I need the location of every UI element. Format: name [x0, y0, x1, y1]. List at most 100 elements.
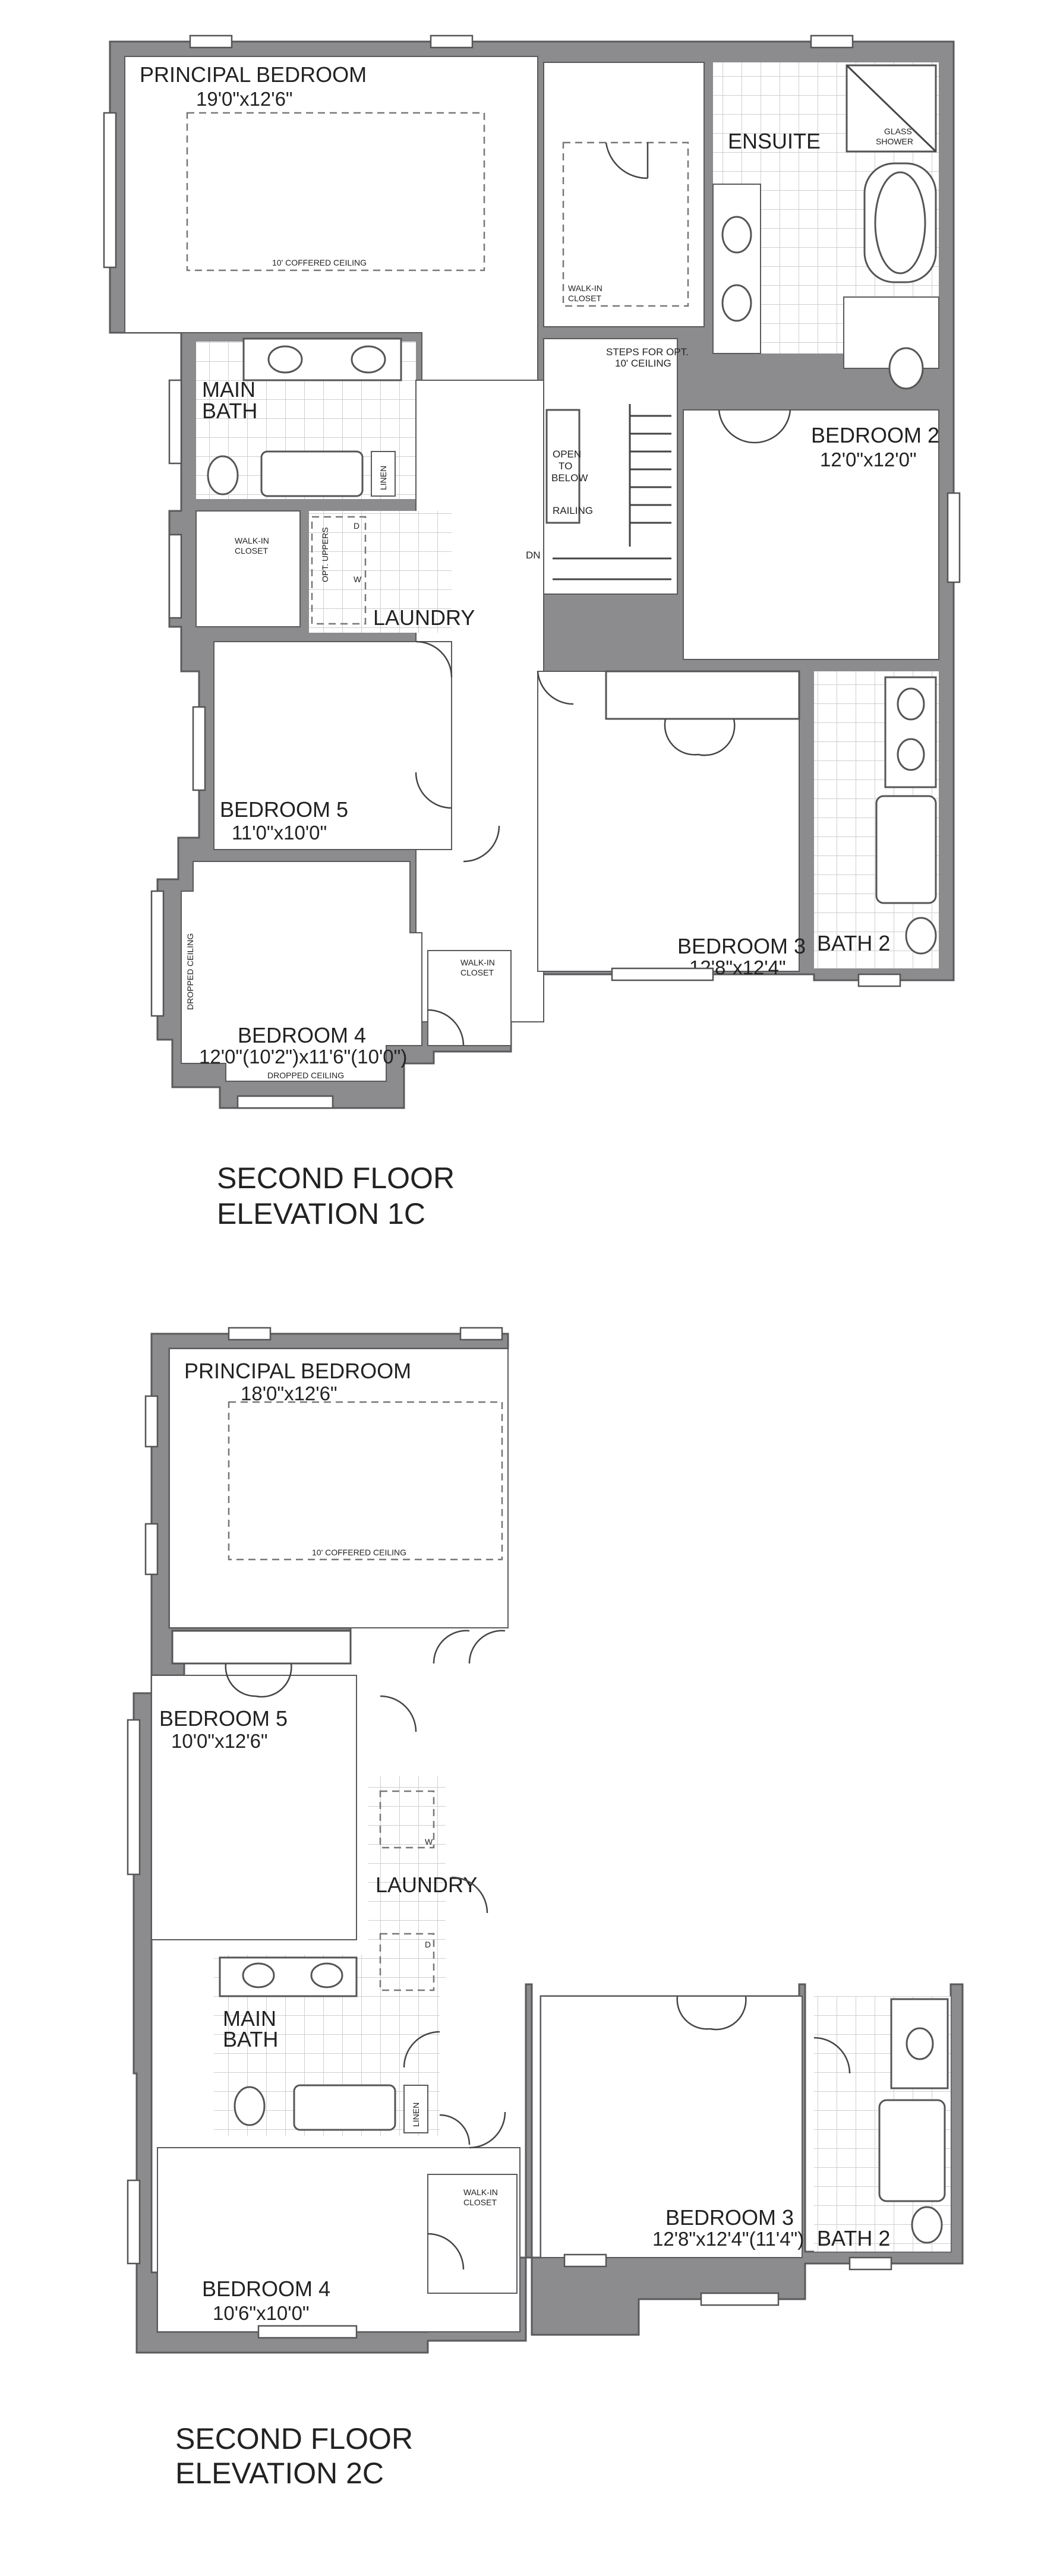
- windows-2c: [127, 1327, 892, 2339]
- bath-door-2c: [403, 2031, 471, 2145]
- walkin-closet-3: [427, 950, 512, 1046]
- bedroom5-closet-2c: [171, 1630, 352, 1665]
- walkin2-label-2: CLOSET: [235, 546, 268, 555]
- bedroom3: [537, 671, 800, 972]
- main-bath-label-2: BATH: [202, 399, 257, 423]
- linen-label-2c: LINEN: [411, 2103, 421, 2127]
- ensuite-sink-2: [721, 284, 752, 322]
- open-to-below: [545, 409, 581, 524]
- plan-elevation-1c: PRINCIPAL BEDROOM 19'0"x12'6" 10' COFFER…: [103, 34, 961, 1230]
- caption-2c-line2: ELEVATION 2C: [175, 2457, 384, 2490]
- main-bath-sink-2c-2: [310, 1962, 343, 1988]
- principal-bedroom-dim: 19'0"x12'6": [196, 88, 293, 110]
- linen-closet: [371, 451, 396, 497]
- railing-label: RAILING: [553, 505, 593, 516]
- main-bath-label-2c-1: MAIN: [223, 2006, 276, 2031]
- bath2-label-2c: BATH 2: [817, 2226, 890, 2250]
- bath2-tub-2c: [878, 2099, 946, 2202]
- bedroom4: [181, 861, 422, 1082]
- main-bath-label-2c-2: BATH: [223, 2027, 278, 2051]
- laundry-uppers: [311, 516, 367, 625]
- coffered-ceiling-outline: [186, 112, 485, 272]
- dropped-ceiling-bottom: DROPPED CEILING: [267, 1071, 344, 1080]
- ensuite-sink-1: [721, 216, 752, 254]
- bedroom4-door: [427, 825, 500, 1046]
- walkin-closet-2c: [427, 2174, 518, 2294]
- main-bath-toilet: [207, 455, 239, 495]
- open-label-1: OPEN: [553, 449, 581, 460]
- bathtub-basin: [874, 171, 926, 274]
- bath2-tub: [875, 795, 937, 904]
- coffered-ceiling-2c: [228, 1401, 503, 1561]
- bedroom5-2c: [151, 1675, 357, 1940]
- bedroom4-door-2c: [427, 2111, 506, 2270]
- bath2-label: BATH 2: [817, 931, 890, 955]
- principal-name-2c: PRINCIPAL BEDROOM: [184, 1359, 411, 1383]
- bath2-sink-2c: [906, 2027, 934, 2060]
- open-label-2: TO: [559, 460, 572, 472]
- bedroom5-dim: 11'0"x10'0": [232, 822, 327, 844]
- laundry-tile: [309, 511, 452, 633]
- bedroom5-dim-2c: 10'0"x12'6": [171, 1730, 268, 1752]
- walkin2-label-1: WALK-IN: [235, 536, 269, 545]
- main-bath-sink-1: [267, 345, 303, 374]
- steps-label-2: 10' CEILING: [615, 358, 671, 369]
- main-bath-toilet-2c: [234, 2086, 266, 2126]
- ensuite-vanity: [712, 184, 761, 354]
- steps-label-1: STEPS FOR OPT.: [606, 346, 689, 358]
- coffered-label-2c: 10' COFFERED CEILING: [312, 1548, 406, 1557]
- linen-label: LINEN: [378, 466, 388, 490]
- laundry-label-2c: LAUNDRY: [376, 1873, 477, 1897]
- walkin3-label-2: CLOSET: [460, 968, 494, 977]
- laundry-dryer-2c: [379, 1933, 435, 1991]
- caption-2c-line1: SECOND FLOOR: [175, 2422, 413, 2455]
- bedroom5-name-2c: BEDROOM 5: [159, 1706, 288, 1731]
- washer-label-2c: W: [425, 1837, 433, 1846]
- bedroom4-dim-2c: 10'6"x10'0": [213, 2302, 310, 2324]
- dryer-label: D: [354, 521, 359, 531]
- bedroom5-door-2c: [225, 1663, 417, 1732]
- walkin-label-1: WALK-IN: [568, 283, 602, 293]
- closet-shelf-outline: [562, 141, 689, 307]
- dropped-ceiling-side: DROPPED CEILING: [185, 933, 195, 1010]
- coffered-ceiling-label: 10' COFFERED CEILING: [272, 258, 367, 267]
- bedroom3-name: BEDROOM 3: [677, 934, 806, 958]
- bath2-toilet-2c: [911, 2206, 943, 2244]
- walkin-closet-2: [195, 510, 301, 627]
- main-bath-tub: [260, 450, 364, 497]
- bedroom3-2c: [540, 1996, 803, 2258]
- principal-dim-2c: 18'0"x12'6": [241, 1382, 337, 1404]
- main-bath-label-1: MAIN: [202, 377, 255, 402]
- bath2-sink-1: [897, 687, 925, 721]
- bedroom2-name: BEDROOM 2: [811, 423, 939, 447]
- main-bath-sink-2c-1: [242, 1962, 275, 1988]
- walkin-label-2c-2: CLOSET: [463, 2198, 497, 2207]
- bedroom3-closet: [605, 670, 800, 720]
- closet-door-swing: [605, 142, 649, 179]
- bedroom4-name: BEDROOM 4: [238, 1023, 366, 1047]
- linen-2c: [403, 2085, 428, 2133]
- windows-1c: [103, 34, 961, 1109]
- laundry-door-2c: [451, 1876, 488, 1914]
- staircase: [553, 404, 671, 580]
- main-bath-sink-2: [351, 345, 386, 374]
- plan-elevation-2c: PRINCIPAL BEDROOM 18'0"x12'6" 10' COFFER…: [127, 1327, 964, 2490]
- principal-bedroom-2c: [169, 1348, 509, 1628]
- bedroom2-dim: 12'0"x12'0": [820, 449, 917, 471]
- walkin-closet: [543, 62, 705, 327]
- shower-diagonal: [846, 64, 937, 153]
- main-bath-tub-2c: [293, 2084, 396, 2131]
- laundry-label: LAUNDRY: [373, 605, 475, 630]
- ensuite-label: ENSUITE: [728, 129, 821, 153]
- caption-1c-line1: SECOND FLOOR: [217, 1161, 455, 1195]
- washer-label: W: [354, 574, 362, 584]
- bedroom5-name: BEDROOM 5: [220, 797, 348, 822]
- laundry-washer-2c: [379, 1790, 435, 1849]
- glass-shower-1: GLASS: [884, 127, 912, 136]
- bedroom5-door: [415, 640, 453, 809]
- opt-uppers-label: OPT. UPPERS: [320, 527, 330, 582]
- bedroom2-door: [718, 409, 791, 444]
- dryer-label-2c: D: [425, 1940, 431, 1949]
- walkin3-label-1: WALK-IN: [460, 958, 495, 967]
- walkin-label-2: CLOSET: [568, 293, 601, 303]
